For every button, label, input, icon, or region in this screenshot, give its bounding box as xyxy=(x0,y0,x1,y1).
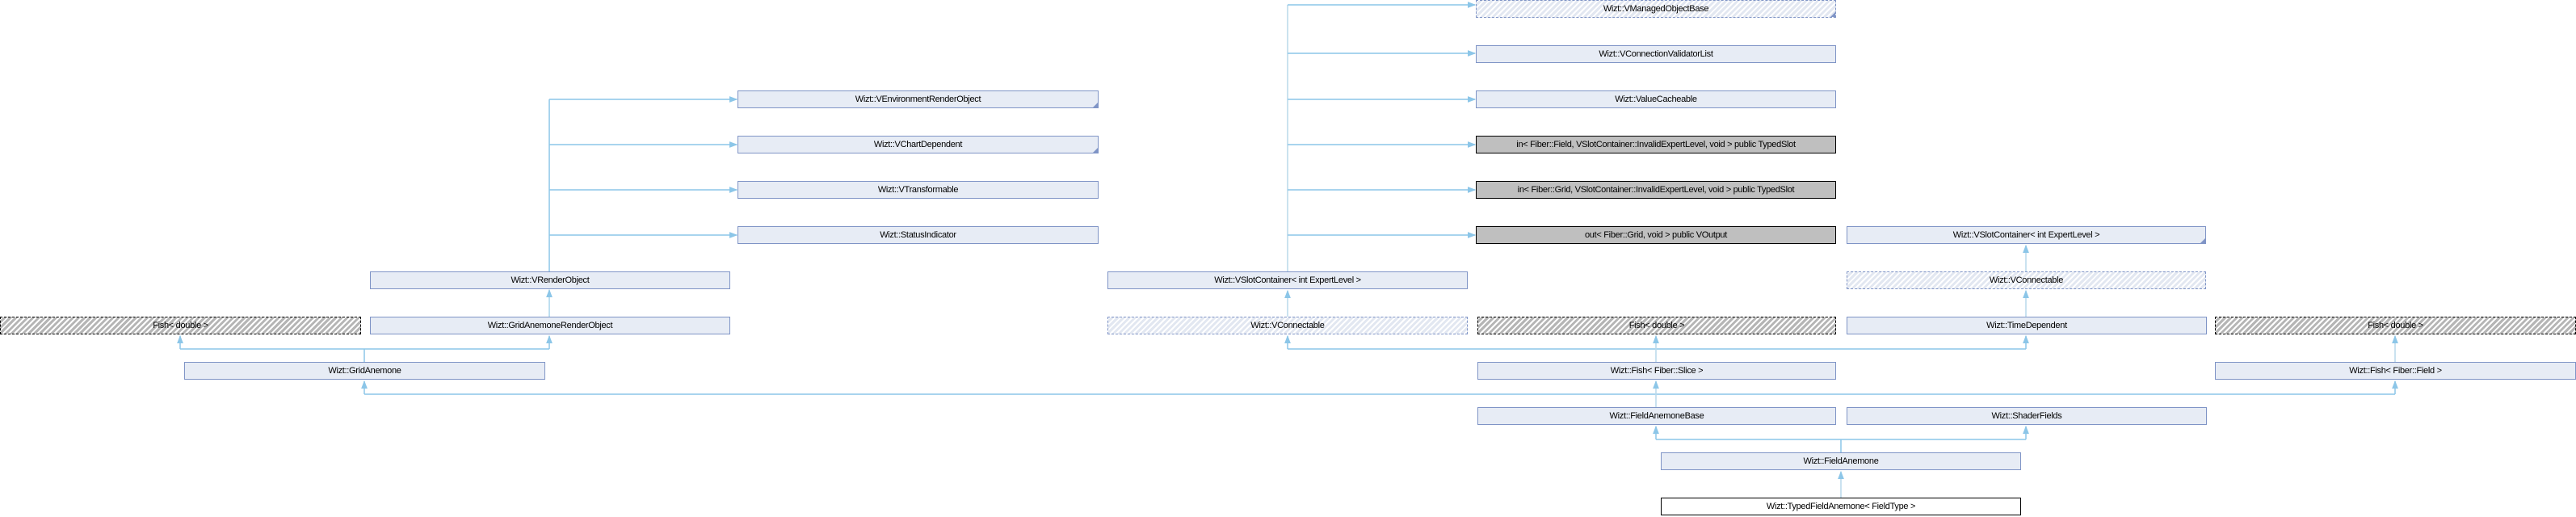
class-node-in-grid-slot: in< Fiber::Grid, VSlotContainer::Invalid… xyxy=(1476,181,1836,199)
class-node-vmanaged-object-base[interactable]: Wizt::VManagedObjectBase xyxy=(1476,0,1836,18)
class-node-typed-field-anemone: Wizt::TypedFieldAnemone< FieldType > xyxy=(1661,498,2021,515)
collapsed-marker-icon xyxy=(1830,12,1835,17)
node-label: Wizt::GridAnemoneRenderObject xyxy=(487,321,613,330)
node-label: Wizt::ShaderFields xyxy=(1991,411,2062,421)
node-label: Wizt::Fish< Fiber::Slice > xyxy=(1610,366,1704,376)
class-node-vconnectable-right[interactable]: Wizt::VConnectable xyxy=(1847,271,2206,289)
node-label: Wizt::VSlotContainer< int ExpertLevel > xyxy=(1952,230,2100,240)
class-node-grid-anemone[interactable]: Wizt::GridAnemone xyxy=(184,362,545,380)
node-label: Wizt::FieldAnemone xyxy=(1803,456,1879,466)
collapsed-marker-icon xyxy=(1093,148,1098,153)
class-node-field-anemone-base[interactable]: Wizt::FieldAnemoneBase xyxy=(1477,407,1836,425)
node-label: Wizt::VTransformable xyxy=(877,185,959,195)
node-label: Wizt::VChartDependent xyxy=(873,140,963,149)
class-node-fish-double-right: Fish< double > xyxy=(2215,317,2576,334)
node-label: Fish< double > xyxy=(153,321,208,330)
class-node-in-field-slot: in< Fiber::Field, VSlotContainer::Invali… xyxy=(1476,136,1836,153)
node-label: Fish< double > xyxy=(1628,321,1685,330)
node-label: Wizt::VEnvironmentRenderObject xyxy=(855,95,981,104)
class-node-venvironment-render-object[interactable]: Wizt::VEnvironmentRenderObject xyxy=(738,90,1099,108)
collapsed-marker-icon xyxy=(1093,103,1098,107)
class-node-fish-slice[interactable]: Wizt::Fish< Fiber::Slice > xyxy=(1477,362,1836,380)
class-node-fish-double-left: Fish< double > xyxy=(0,317,361,334)
node-label: Wizt::VConnectable xyxy=(1250,321,1325,330)
class-node-grid-anemone-render-object[interactable]: Wizt::GridAnemoneRenderObject xyxy=(370,317,730,334)
class-node-vrender-object[interactable]: Wizt::VRenderObject xyxy=(370,271,730,289)
node-label: Wizt::TimeDependent xyxy=(1986,321,2067,330)
node-label: Wizt::VConnectionValidatorList xyxy=(1599,49,1713,59)
class-node-time-dependent[interactable]: Wizt::TimeDependent xyxy=(1847,317,2207,334)
class-node-fish-double-mid: Fish< double > xyxy=(1477,317,1836,334)
node-label: Wizt::VSlotContainer< int ExpertLevel > xyxy=(1214,275,1361,285)
node-label: Wizt::ValueCacheable xyxy=(1615,95,1697,104)
class-node-fish-field[interactable]: Wizt::Fish< Fiber::Field > xyxy=(2215,362,2576,380)
class-node-status-indicator[interactable]: Wizt::StatusIndicator xyxy=(738,226,1099,244)
node-label: Fish< double > xyxy=(2368,321,2423,330)
node-label: out< Fiber::Grid, void > public VOutput xyxy=(1584,230,1727,240)
node-label: Wizt::VRenderObject xyxy=(511,275,590,285)
node-label: Wizt::FieldAnemoneBase xyxy=(1609,411,1704,421)
node-label: Wizt::VManagedObjectBase xyxy=(1603,4,1709,14)
node-label: in< Fiber::Grid, VSlotContainer::Invalid… xyxy=(1517,185,1795,195)
class-node-vslot-container-mid[interactable]: Wizt::VSlotContainer< int ExpertLevel > xyxy=(1107,271,1468,289)
class-node-vchart-dependent[interactable]: Wizt::VChartDependent xyxy=(738,136,1099,153)
class-node-vtransformable[interactable]: Wizt::VTransformable xyxy=(738,181,1099,199)
node-label: Wizt::StatusIndicator xyxy=(880,230,956,240)
class-node-vslot-container-right[interactable]: Wizt::VSlotContainer< int ExpertLevel > xyxy=(1847,226,2206,244)
collapsed-marker-icon xyxy=(2200,238,2205,243)
class-node-out-grid-output: out< Fiber::Grid, void > public VOutput xyxy=(1476,226,1836,244)
node-label: Wizt::TypedFieldAnemone< FieldType > xyxy=(1766,502,1916,511)
node-label: Wizt::Fish< Fiber::Field > xyxy=(2349,366,2442,376)
node-label: Wizt::VConnectable xyxy=(1989,275,2064,285)
class-node-vconnection-validator-list[interactable]: Wizt::VConnectionValidatorList xyxy=(1476,45,1836,63)
class-node-value-cacheable[interactable]: Wizt::ValueCacheable xyxy=(1476,90,1836,108)
class-node-vconnectable-mid[interactable]: Wizt::VConnectable xyxy=(1107,317,1468,334)
class-node-shader-fields[interactable]: Wizt::ShaderFields xyxy=(1847,407,2207,425)
node-label: Wizt::GridAnemone xyxy=(328,366,401,376)
class-node-field-anemone[interactable]: Wizt::FieldAnemone xyxy=(1661,452,2021,470)
node-label: in< Fiber::Field, VSlotContainer::Invali… xyxy=(1516,140,1796,149)
